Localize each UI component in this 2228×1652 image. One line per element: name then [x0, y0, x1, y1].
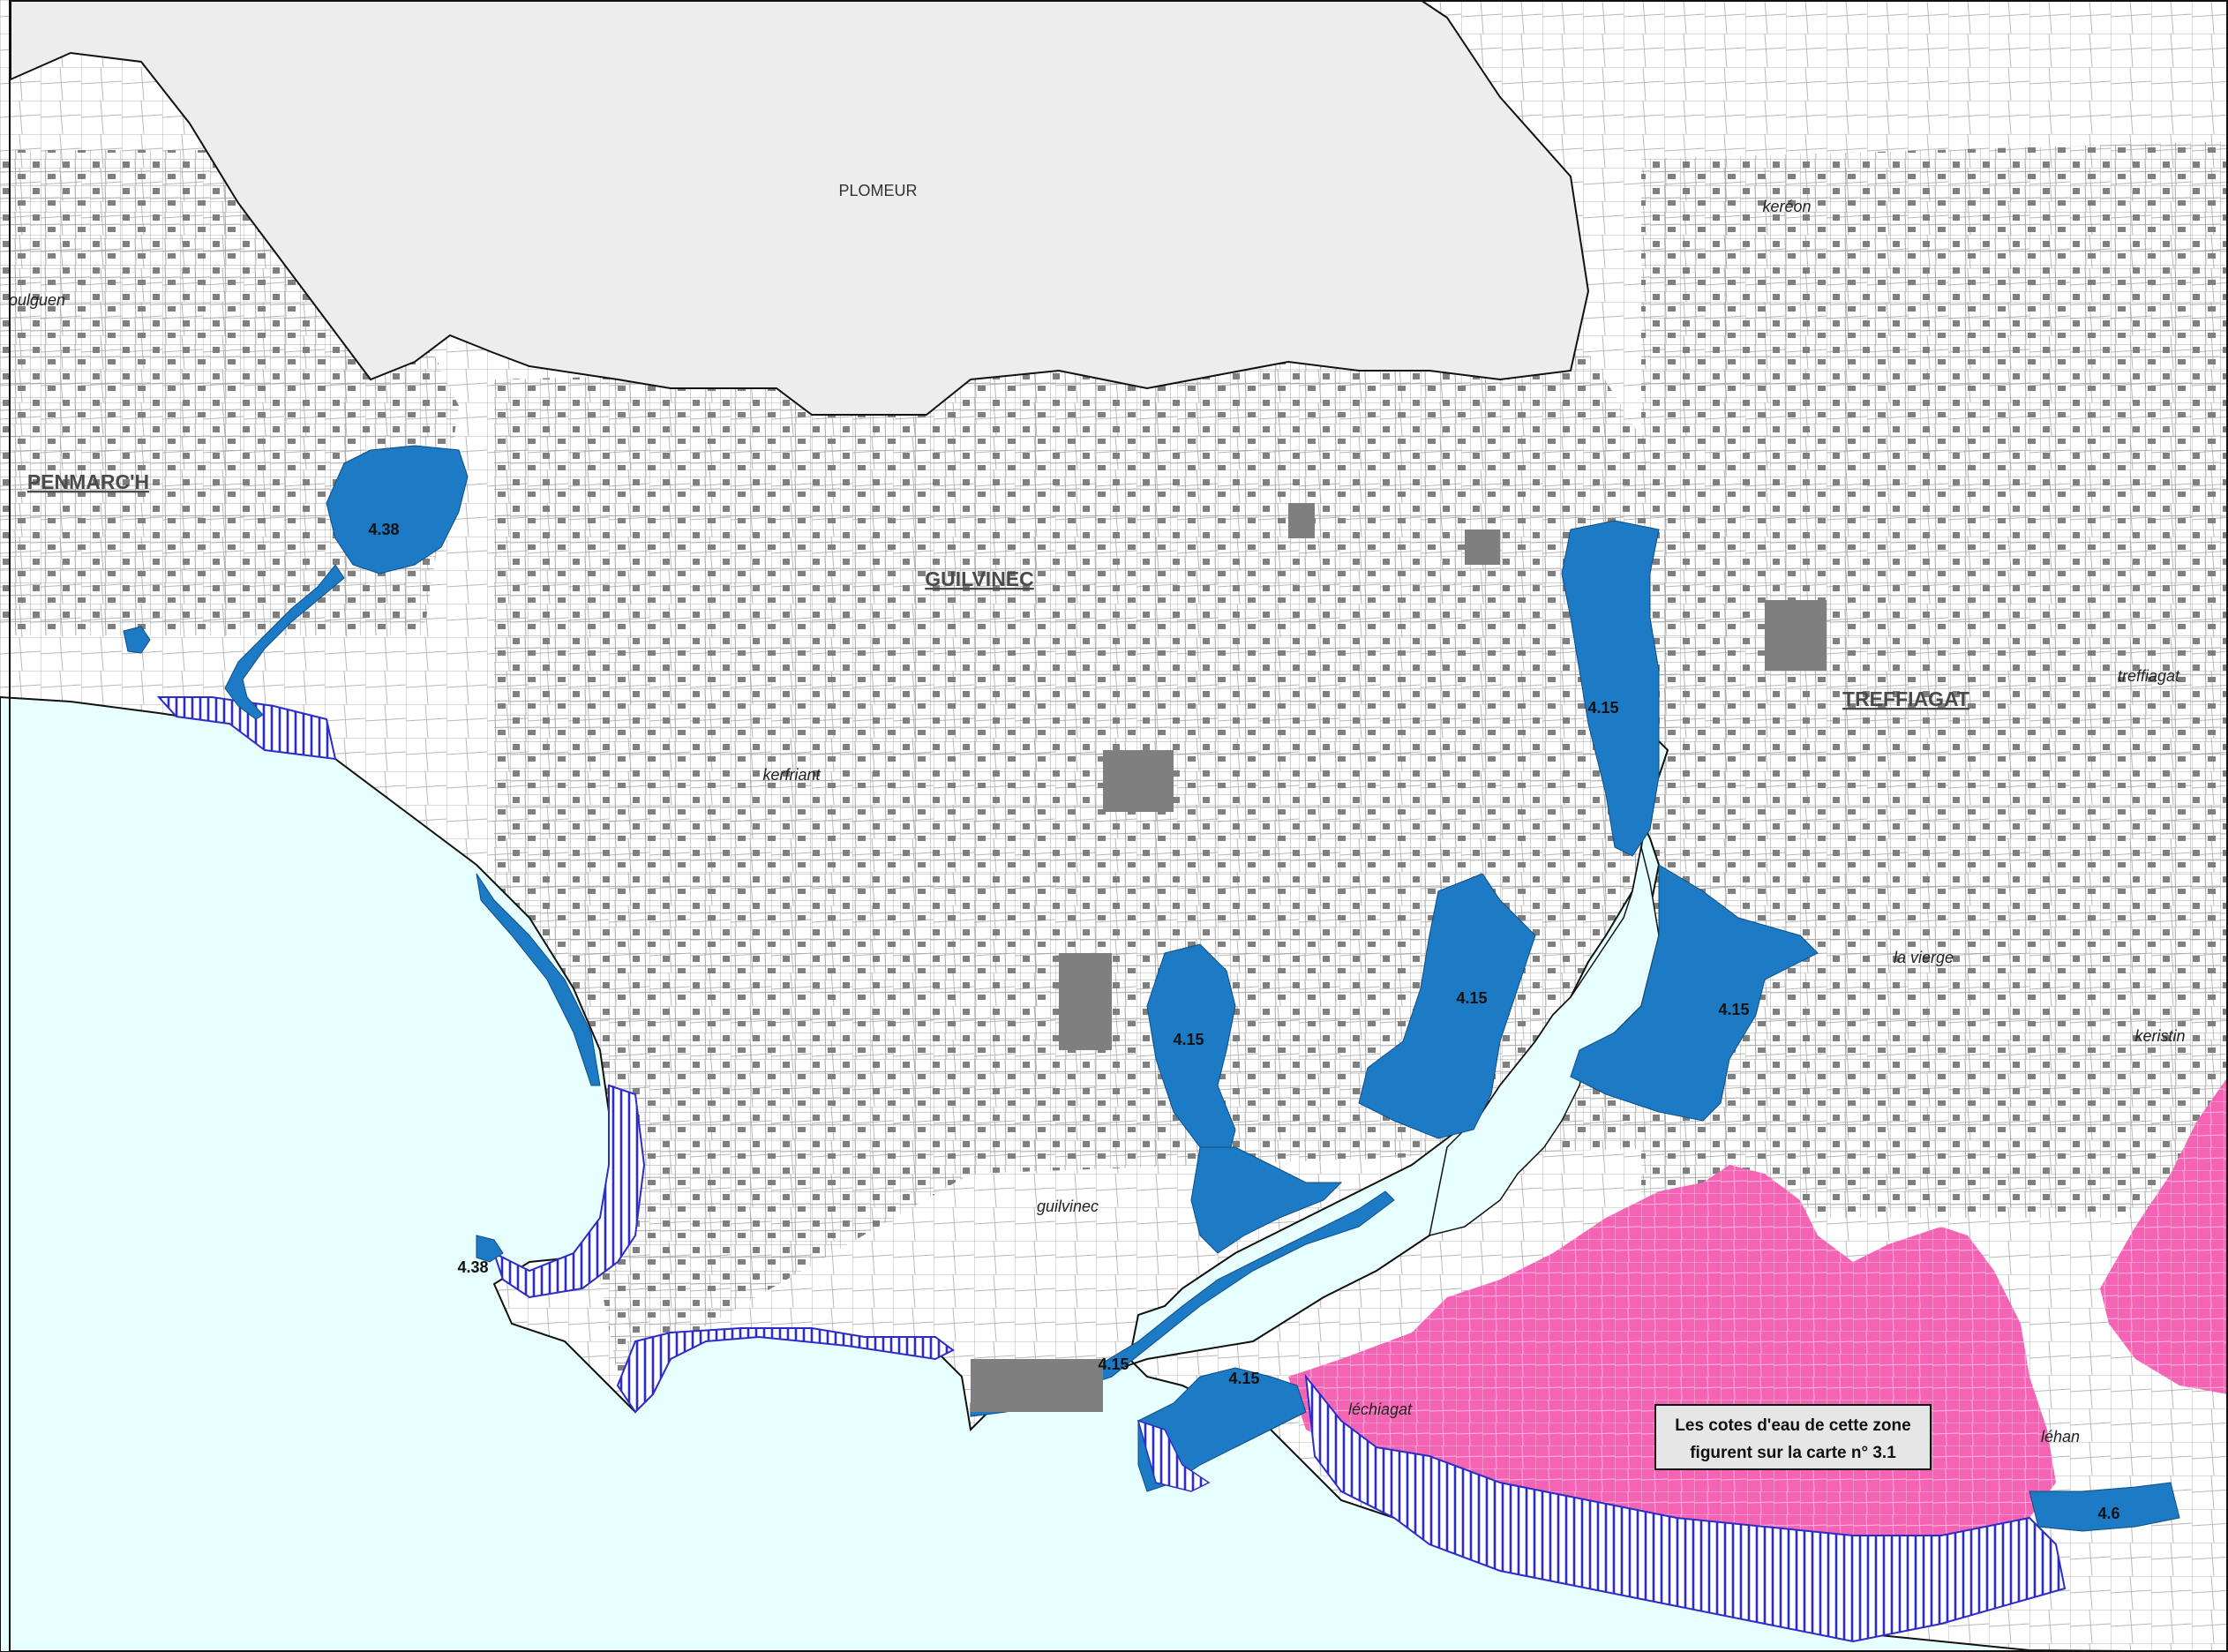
flood-zone-blue-coast-strip — [476, 873, 601, 1086]
flood-zone-blue-harbour-north — [1358, 873, 1536, 1139]
harbour-basin — [1429, 846, 1660, 1237]
water-level-label: 4.38 — [457, 1258, 488, 1276]
commune-label-treffiagat: TREFFIAGAT — [1842, 687, 1969, 710]
place-label-keristin: keristin — [2134, 1027, 2185, 1045]
place-label-treffiagat: treffiagat — [2118, 667, 2180, 685]
town-fabric-guilvinec — [494, 353, 1677, 1377]
hatched-zone-lechiagat-coast — [1304, 1373, 2067, 1643]
hatched-zone-south-beach — [616, 1327, 955, 1414]
water-level-label: 4.6 — [2097, 1505, 2119, 1522]
water-level-label: 4.15 — [1228, 1370, 1259, 1387]
map-frame — [9, 0, 2228, 1652]
commune-label-plomeur: PLOMEUR — [838, 182, 917, 199]
plomeur-area — [10, 0, 1590, 416]
building-block — [1765, 600, 1827, 671]
place-label-guilvinec: guilvinec — [1037, 1198, 1099, 1215]
building-block — [1059, 953, 1112, 1050]
flood-zone-blue-bay — [1190, 1146, 1343, 1254]
flood-zone-blue-east-creek — [2029, 1482, 2180, 1532]
water-level-label: 4.15 — [1456, 989, 1487, 1007]
water-level-label: 4.15 — [1587, 699, 1618, 717]
flood-zone-blue-small — [123, 626, 151, 654]
hatched-zone-west-beach — [156, 696, 337, 761]
place-label-poulguen: oulguen — [9, 291, 65, 309]
building-block — [971, 1359, 1103, 1412]
labels: PLOMEUR PENMARC'H GUILVINEC TREFFIAGAT o… — [9, 182, 2186, 1522]
flood-zone-blue-stream — [224, 564, 345, 720]
flood-zone-blue-west-point — [476, 1235, 504, 1263]
flood-zone-blue-penmarch — [326, 445, 469, 574]
hatched-zone-west-point — [492, 1084, 646, 1299]
commune-label-penmarch: PENMARC'H — [27, 470, 149, 493]
note-line-2: figurent sur la carte n° 3.1 — [1690, 1444, 1896, 1462]
flood-zone-pink-east — [2100, 1077, 2228, 1394]
note-line-1: Les cotes d'eau de cette zone — [1675, 1416, 1910, 1435]
water-level-label: 4.38 — [368, 521, 399, 538]
place-label-kerfriant: kerfriant — [762, 766, 821, 784]
flood-zone-blue-channel — [1561, 520, 1660, 857]
note-box: Les cotes d'eau de cette zone figurent s… — [1654, 1404, 1932, 1470]
building-block — [1103, 750, 1174, 812]
water-level-label: 4.15 — [1098, 1355, 1129, 1373]
jetty-structure — [1137, 1419, 1211, 1492]
commune-label-guilvinec: GUILVINEC — [925, 567, 1034, 590]
building-block — [1288, 503, 1315, 538]
place-label-kereon: keréon — [1762, 198, 1811, 215]
place-label-lechiagat: léchiagat — [1348, 1400, 1413, 1418]
flood-zones-blue — [123, 445, 2180, 1532]
flood-zone-blue-center — [1146, 943, 1236, 1166]
place-label-lehan: léhan — [2041, 1428, 2080, 1446]
water-level-label: 4.15 — [1173, 1031, 1204, 1048]
flood-zone-blue-treffiagat — [1570, 864, 1819, 1122]
building-block — [1465, 529, 1500, 565]
water-level-label: 4.15 — [1718, 1001, 1749, 1018]
place-label-la-vierge: la vierge — [1894, 949, 1954, 966]
